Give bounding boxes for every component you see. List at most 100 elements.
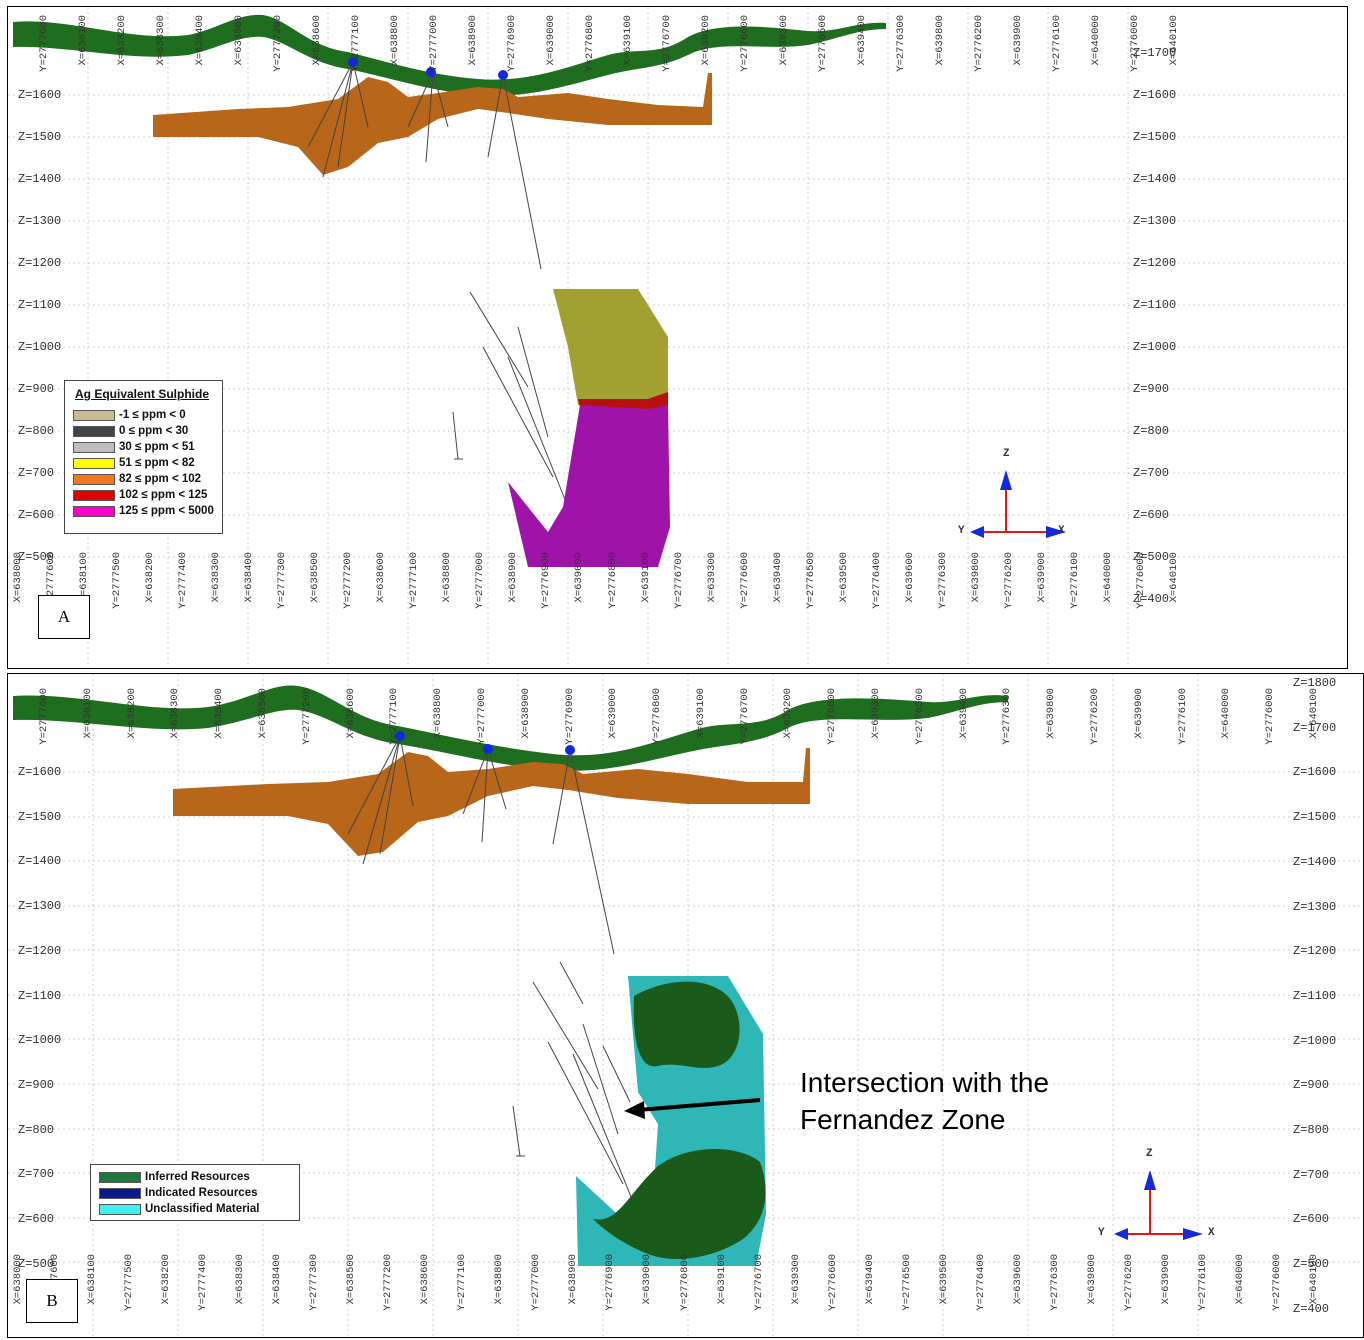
coordinate-label: X=639800 — [969, 552, 982, 603]
z-level-label: Z=600 — [18, 508, 55, 522]
z-level-label: Z=500 — [1133, 550, 1170, 564]
legend-swatch — [99, 1187, 141, 1199]
coordinate-label: X=639200 — [700, 15, 713, 66]
z-level-label: Z=600 — [1133, 508, 1170, 522]
coordinate-label: X=640100 — [1308, 688, 1320, 739]
inferred-block-lower — [593, 1148, 766, 1259]
coordinate-label: Y=2776500 — [817, 15, 830, 72]
coordinate-label: X=639900 — [1132, 688, 1145, 739]
z-level-label: Z=1800 — [1293, 676, 1337, 690]
coordinate-label: X=638800 — [432, 688, 445, 739]
z-level-label: Z=700 — [18, 1167, 55, 1182]
z-level-label: Z=1300 — [1293, 899, 1337, 914]
coordinate-label: Y=2776200 — [1089, 688, 1102, 745]
legend-title: Ag Equivalent Sulphide — [75, 387, 210, 401]
coordinate-label: Y=2777600 — [38, 15, 50, 72]
olive-block — [553, 289, 668, 412]
coordinate-label: X=639000 — [544, 15, 557, 66]
coordinate-label: X=639300 — [789, 1254, 802, 1305]
coordinate-label: Y=2776700 — [738, 688, 751, 745]
inferred-block-upper — [633, 981, 740, 1068]
z-level-label: Z=1400 — [1293, 854, 1337, 869]
axis-label-y: Y — [958, 525, 965, 537]
coordinate-label: Y=2777100 — [456, 1254, 469, 1311]
legend-swatch — [73, 425, 115, 437]
coordinate-label: X=640100 — [1168, 15, 1180, 66]
coordinate-label: Y=2776700 — [672, 552, 685, 609]
coordinate-label: X=638500 — [256, 688, 269, 739]
coordinate-label: Y=2776000 — [1264, 688, 1277, 745]
coordinate-label: X=638500 — [345, 1254, 358, 1305]
coordinate-label: Y=2776200 — [1002, 552, 1015, 609]
coordinate-label: Y=2776500 — [900, 1254, 913, 1311]
coordinate-label: X=638500 — [309, 552, 322, 603]
coordinate-label: X=638200 — [125, 688, 138, 739]
coordinate-label: X=639800 — [1085, 1254, 1098, 1305]
z-level-label: Z=400 — [1133, 592, 1170, 606]
legend-label: 0 ≤ ppm < 30 — [119, 425, 189, 437]
coordinate-label: Y=2776800 — [583, 15, 596, 72]
z-level-label: Z=1400 — [18, 854, 62, 869]
coordinate-label: Y=2776300 — [895, 15, 908, 72]
z-level-label: Z=400 — [1293, 1301, 1330, 1316]
coordinate-label: Y=2776500 — [804, 552, 817, 609]
legend-label: 125 ≤ ppm < 5000 — [119, 505, 214, 517]
z-level-label: Z=700 — [1293, 1167, 1330, 1182]
legend-label: Unclassified Material — [145, 1203, 260, 1215]
legend-row: 51 ≤ ppm < 82 — [65, 455, 222, 471]
axis-label-y: Y — [1098, 1227, 1105, 1239]
z-level-label: Z=700 — [18, 466, 55, 480]
coordinate-label: X=639000 — [607, 688, 620, 739]
coordinate-label: Y=2776500 — [913, 688, 926, 745]
legend-label: 51 ≤ ppm < 82 — [119, 457, 195, 469]
legend-swatch — [73, 473, 115, 485]
coordinate-label: X=638900 — [507, 552, 520, 603]
z-level-label: Z=1200 — [18, 256, 62, 270]
z-level-label: Z=1300 — [1133, 214, 1177, 228]
coordinate-label: Y=2776600 — [739, 15, 752, 72]
axis-label-z: Z — [1003, 448, 1010, 460]
coordinate-label: Y=2776300 — [1001, 688, 1014, 745]
z-level-label: Z=1600 — [1133, 88, 1177, 102]
coordinate-label: X=640100 — [1168, 552, 1180, 603]
coordinate-label: X=638100 — [86, 1254, 99, 1305]
z-level-label: Z=500 — [1293, 1257, 1330, 1272]
legend-label: 102 ≤ ppm < 125 — [119, 489, 208, 501]
z-level-label: Z=1200 — [18, 943, 62, 958]
callout-intersection: Intersection with the Fernandez Zone — [800, 1064, 1049, 1138]
z-level-label: Z=900 — [18, 382, 55, 396]
coordinate-label: X=639800 — [934, 15, 947, 66]
coordinate-label: X=638400 — [243, 552, 256, 603]
z-level-label: Z=700 — [1133, 466, 1170, 480]
coordinate-label: X=639900 — [1012, 15, 1025, 66]
axis-label-z: Z — [1146, 1148, 1153, 1160]
coordinate-label: X=638200 — [115, 15, 128, 66]
axis-triad — [1114, 1170, 1203, 1240]
coordinate-label: Y=2776800 — [678, 1254, 691, 1311]
coordinate-label: X=639400 — [856, 15, 869, 66]
drill-traces — [347, 735, 639, 1215]
coordinate-label: Y=2776800 — [606, 552, 619, 609]
coordinate-label: Y=2777000 — [427, 15, 440, 72]
coordinate-label: X=638400 — [193, 15, 206, 66]
callout-line-1: Intersection with the — [800, 1067, 1050, 1098]
coordinate-label: Y=2776200 — [1122, 1254, 1135, 1311]
z-level-label: Z=500 — [18, 550, 55, 564]
axis-triad — [970, 470, 1066, 538]
coordinate-label: X=638300 — [169, 688, 182, 739]
legend-swatch — [73, 441, 115, 453]
z-level-label: Z=1000 — [1133, 340, 1177, 354]
z-level-label: Z=1100 — [1293, 988, 1337, 1003]
z-level-label: Z=1200 — [1293, 944, 1337, 959]
coordinate-label: Y=2777100 — [388, 688, 401, 745]
coordinate-label: Y=2777200 — [300, 688, 313, 745]
z-level-label: Z=1400 — [18, 172, 62, 186]
callout-arrow-line — [637, 1098, 761, 1112]
coordinate-label: X=638800 — [493, 1254, 506, 1305]
z-level-label: Z=1000 — [18, 340, 62, 354]
legend-row: 82 ≤ ppm < 102 — [65, 471, 222, 487]
coordinate-label: X=638400 — [271, 1254, 284, 1305]
legend-label: 30 ≤ ppm < 51 — [119, 441, 195, 453]
coordinate-label: Y=2777600 — [38, 688, 50, 745]
